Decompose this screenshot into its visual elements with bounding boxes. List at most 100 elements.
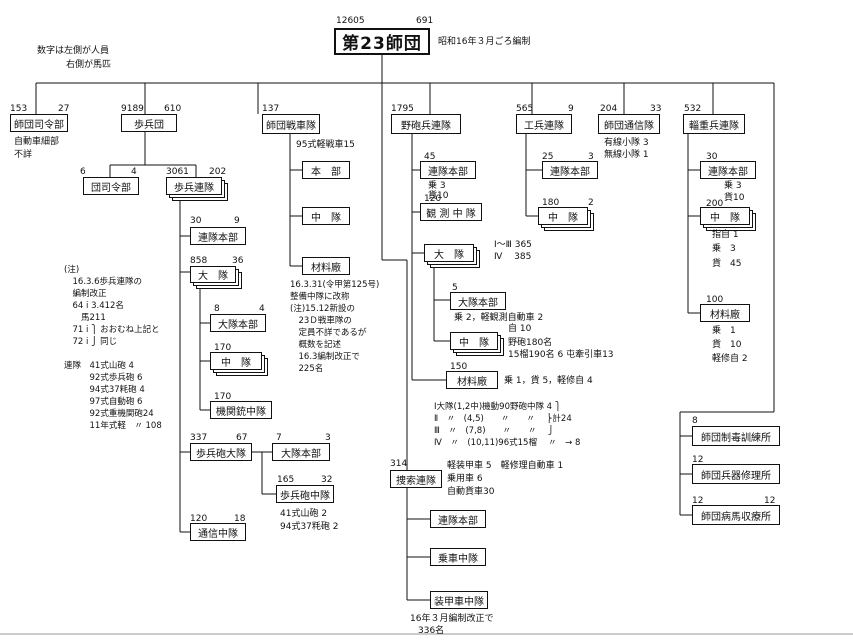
infgun-horses: 67 — [236, 433, 248, 443]
enghq-men: 25 — [542, 152, 554, 162]
bn-horses: 36 — [232, 256, 244, 266]
tank-men: 137 — [262, 104, 280, 114]
dtrain-men: 8 — [692, 416, 698, 426]
eng-men: 565 — [516, 104, 534, 114]
comm-note-1: 有線小隊 3 — [604, 138, 649, 148]
infantry-note: (注) 16.3.6歩兵連隊の 編制改正 64 i 3.412名 馬211 71… — [64, 265, 162, 431]
recon-note-3: 自動貨車30 — [447, 487, 495, 497]
transmat-men: 100 — [706, 295, 724, 305]
engcoy-men: 180 — [542, 198, 560, 208]
artbnhq-box: 大隊本部 — [450, 292, 506, 310]
division-title: 第23師団 — [334, 28, 430, 55]
division-date: 昭和16年３月ごろ編制 — [438, 37, 531, 47]
hq-box: 師団司令部 — [10, 114, 68, 132]
dvet-horses: 12 — [764, 496, 776, 506]
transmat-box: 材料廠 — [700, 304, 750, 322]
transhq-box: 連隊本部 — [700, 161, 756, 179]
tank-note-block: 16.3.31(令甲第125号) 整備中隊に改称 (注)15.12新設の 23Ｄ… — [290, 280, 380, 374]
transhq-note-1: 乗 3 — [724, 181, 742, 191]
reghq-horses: 9 — [234, 216, 240, 226]
artobs-men: 120 — [424, 194, 442, 204]
coy-men: 170 — [214, 343, 232, 353]
bnhq-horses: 4 — [259, 304, 265, 314]
division-horses: 691 — [416, 16, 434, 26]
transmat-note-3: 軽修自 2 — [712, 354, 748, 364]
comm-box: 師団通信隊 — [598, 114, 660, 134]
reghq-box: 連隊本部 — [190, 227, 246, 245]
arthq-note-1: 乗 3 — [428, 181, 446, 191]
arthq-note-2: 貨10 — [428, 191, 449, 201]
legend-line-1: 数字は左側が人員 — [37, 46, 110, 56]
mg-men: 170 — [214, 392, 232, 402]
recon-men: 314 — [390, 459, 408, 469]
infhq-horses: 4 — [131, 167, 137, 177]
artbnhq-note-2: 自 10 — [508, 324, 532, 334]
infhq-box: 団司令部 — [83, 177, 139, 195]
igbnhq-men: 7 — [276, 433, 282, 443]
artillery-bn-list: Ⅰ大隊(1,2中)機動90野砲中隊 4 ⎫ Ⅱ 〃 (4,5) 〃 〃 ⎬計24… — [434, 402, 581, 448]
inf-box: 歩兵団 — [121, 114, 177, 132]
tank-box: 師団戦車隊 — [262, 114, 320, 134]
arthq-men: 45 — [424, 152, 436, 162]
enghq-horses: 3 — [588, 152, 594, 162]
artcoy-box: 中 隊 — [450, 332, 498, 350]
dvet-box: 師団病馬収療所 — [692, 505, 780, 525]
art-box: 野砲兵連隊 — [391, 114, 461, 134]
infgun-men: 337 — [190, 433, 208, 443]
igcoy-horses: 32 — [321, 475, 333, 485]
dvet-men: 12 — [692, 496, 704, 506]
hq-note-1: 自動車細部 — [14, 137, 60, 147]
eng-horses: 9 — [568, 104, 574, 114]
bnhq-men: 8 — [214, 304, 220, 314]
igbnhq-box: 大隊本部 — [272, 443, 330, 461]
transcoy-note-2: 乗 3 — [712, 244, 736, 254]
tankmat-box: 材料廠 — [302, 257, 350, 275]
transcoy-note-3: 貨 45 — [712, 259, 742, 269]
division-men: 12605 — [336, 16, 365, 26]
inf-men: 9189 — [121, 104, 144, 114]
engcoy-box: 中 隊 — [538, 207, 588, 225]
artbnhq-men: 5 — [452, 283, 458, 293]
hq-men: 153 — [10, 104, 28, 114]
artbn-note-1: Ⅰ～Ⅲ 365 — [494, 240, 532, 250]
transmat-note-1: 乗 1 — [712, 326, 736, 336]
sig-box: 通信中隊 — [190, 523, 246, 541]
infreg-men: 3061 — [166, 167, 189, 177]
transcoy-box: 中 隊 — [700, 207, 750, 225]
sig-horses: 18 — [234, 514, 246, 524]
bn-box: 大 隊 — [190, 266, 236, 283]
igcoy-men: 165 — [277, 475, 295, 485]
transhq-men: 30 — [706, 152, 718, 162]
artbn-box: 大 隊 — [424, 244, 474, 262]
reghq-men: 30 — [190, 216, 202, 226]
bn-men: 858 — [190, 256, 208, 266]
recon-foot-1: 16年３月編制改正で — [410, 614, 494, 624]
arthq-box: 連隊本部 — [420, 161, 476, 179]
artmat-note: 乗 1，貨 5，軽修自 4 — [504, 376, 593, 386]
artobs-box: 観 測 中 隊 — [420, 203, 482, 221]
inf-horses: 610 — [164, 104, 182, 114]
recon-box: 捜索連隊 — [390, 470, 442, 488]
comm-men: 204 — [600, 104, 618, 114]
infreg-horses: 202 — [209, 167, 227, 177]
recon-note-1: 軽装甲車 5 軽修理自動車 1 — [447, 461, 564, 471]
tankcoy-box: 中 隊 — [302, 207, 350, 225]
reconarm-box: 装甲車中隊 — [430, 591, 488, 609]
reconhq-box: 連隊本部 — [430, 510, 486, 528]
transmat-note-2: 貨 10 — [712, 340, 742, 350]
recon-foot-2: 336名 — [418, 626, 445, 636]
transhq-note-2: 貨10 — [724, 193, 745, 203]
transcoy-note-1: 指自 1 — [712, 230, 739, 240]
igcoy-box: 歩兵砲中隊 — [276, 485, 334, 503]
artmat-men: 150 — [450, 362, 468, 372]
mg-box: 機関銃中隊 — [210, 401, 272, 419]
tankhq-box: 本 部 — [302, 161, 350, 179]
engcoy-horses: 2 — [588, 198, 594, 208]
dtrain-box: 師団制毒訓練所 — [692, 426, 780, 446]
coy-box: 中 隊 — [210, 352, 262, 370]
infhq-men: 6 — [80, 167, 86, 177]
tank-note: 95式軽戦車15 — [296, 140, 355, 150]
artmat-box: 材料廠 — [446, 371, 498, 389]
infreg-box: 歩兵連隊 — [166, 177, 222, 195]
